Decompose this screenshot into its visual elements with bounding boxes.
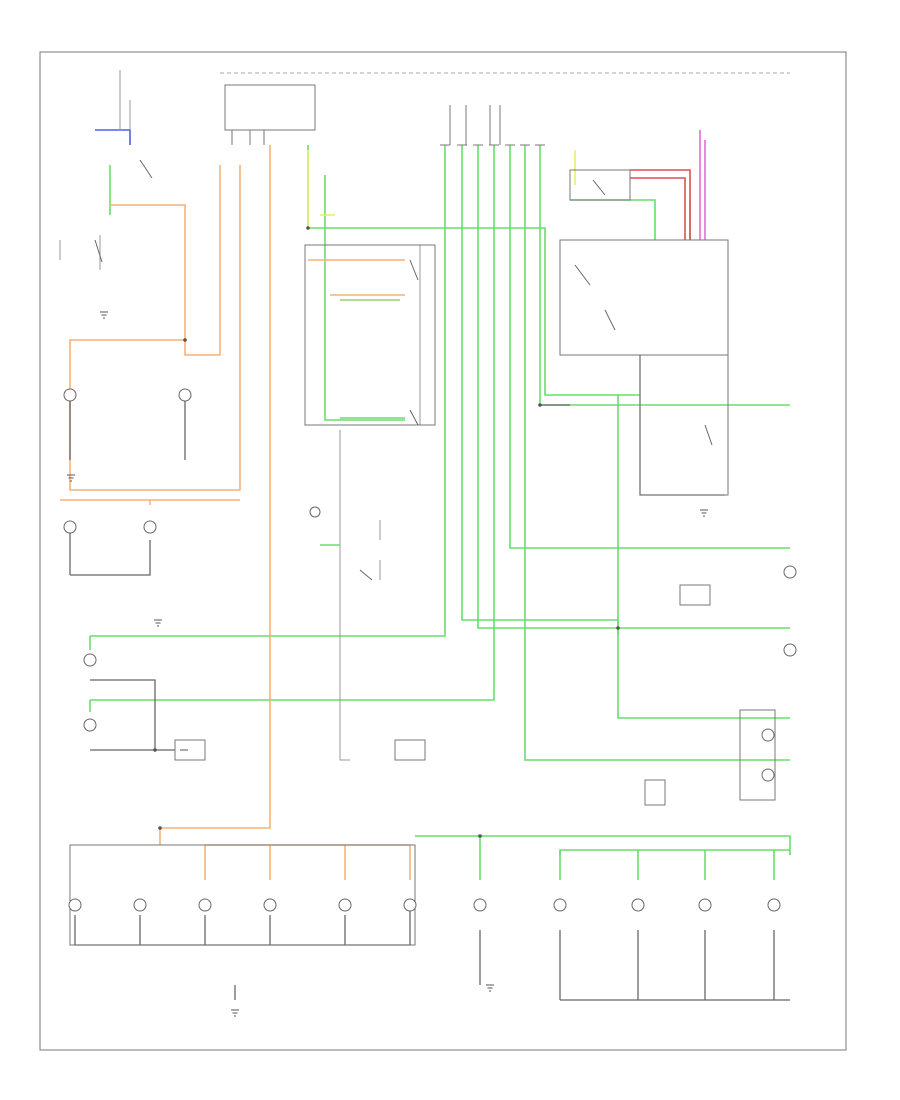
diagram-frame [39, 51, 847, 1051]
bulb-icon [761, 768, 775, 782]
central-module-box [224, 84, 316, 131]
accent-wires [95, 129, 706, 301]
ground-icon [231, 1009, 239, 1017]
ground-icon [100, 311, 108, 319]
bulb-icon [631, 898, 645, 912]
bulb-icon [133, 898, 147, 912]
bulb-icon [767, 898, 781, 912]
ground-icon [700, 509, 708, 517]
bulb-icon [698, 898, 712, 912]
bulb-icon [83, 653, 97, 667]
switch-contacts [94, 159, 713, 581]
ground-icon [67, 474, 75, 482]
headlight-switch-box [304, 244, 436, 426]
bulb-icon [63, 388, 77, 402]
junction-dot [616, 626, 620, 630]
connector-box-1 [174, 739, 206, 761]
connector-box-4 [679, 584, 711, 606]
bulb-icon [63, 520, 77, 534]
bulb-icon [473, 898, 487, 912]
bulb-icon [783, 643, 797, 657]
ground-icon [486, 984, 494, 992]
bulb-icon [338, 898, 352, 912]
bulb-icon [403, 898, 417, 912]
lower-left-lamp-group-box [69, 844, 416, 946]
junction-dot [478, 834, 482, 838]
black-wires [69, 355, 790, 1001]
gray-wires [59, 70, 436, 761]
combination-switch-box [569, 169, 631, 201]
relay-box-lower [639, 354, 729, 496]
bulb-icon [783, 565, 797, 579]
instrument-cluster-box [739, 709, 776, 801]
junction-dots [153, 226, 620, 838]
bulb-icon [761, 728, 775, 742]
bulb-icon [178, 388, 192, 402]
bulb-icon [143, 520, 157, 534]
relay-box-upper [559, 239, 729, 356]
bulb-icon [83, 718, 97, 732]
bulb-icon [309, 506, 321, 518]
connector-box-2 [394, 739, 426, 761]
orange-wires [60, 145, 411, 880]
bulb-icon [553, 898, 567, 912]
junction-dot [306, 226, 310, 230]
junction-dot [538, 403, 542, 407]
connector-box-3 [644, 779, 666, 806]
bulb-icon [68, 898, 82, 912]
bulb-icon [263, 898, 277, 912]
green-wires [89, 145, 791, 880]
junction-dot [183, 338, 187, 342]
junction-dot [153, 748, 157, 752]
fuse-ticks [231, 105, 545, 146]
bulb-icon [198, 898, 212, 912]
bulbs [63, 388, 797, 912]
component-boxes [69, 84, 776, 946]
junction-dot [158, 826, 162, 830]
ground-icon [154, 619, 162, 627]
ground-symbols [67, 311, 708, 1017]
